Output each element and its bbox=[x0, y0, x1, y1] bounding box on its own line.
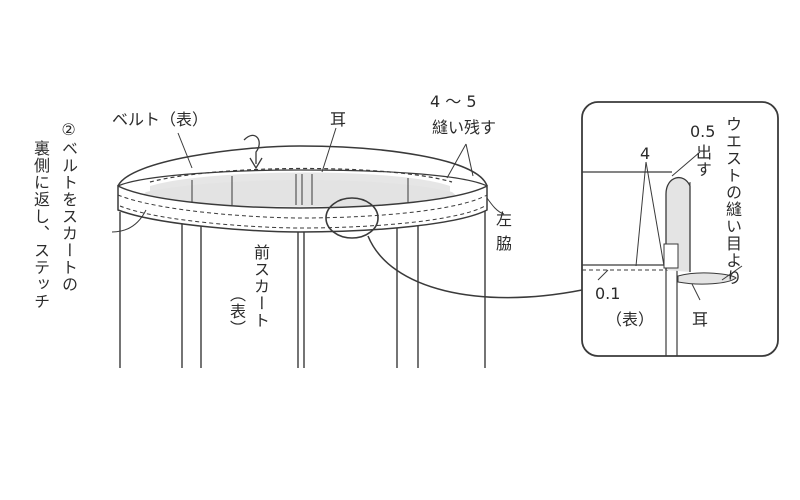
label-step-instruction-2: 裏側に返し、ステッチ bbox=[31, 140, 50, 310]
label-belt-front: ベルト（表） bbox=[112, 110, 209, 129]
label-stitch-offset: 0.1 bbox=[595, 284, 621, 303]
detail-leaders bbox=[597, 151, 743, 301]
label-detail-ear: 耳 bbox=[692, 310, 709, 329]
skirt-body bbox=[119, 210, 486, 368]
belt-stitch-bottom bbox=[119, 205, 486, 229]
zoom-connector bbox=[367, 235, 583, 299]
label-leave-unsewn-range: 4 〜 5 bbox=[430, 92, 477, 111]
detail-drawing bbox=[582, 171, 737, 356]
label-front-skirt: 前スカート bbox=[251, 244, 270, 329]
belt-front-band bbox=[117, 184, 488, 233]
inner-band bbox=[150, 172, 450, 192]
label-belt-width: 4 bbox=[640, 144, 651, 163]
label-front-skirt-face: （表） bbox=[227, 286, 246, 337]
label-leave-unsewn: 縫い残す bbox=[432, 118, 497, 137]
label-extend: 出す bbox=[693, 144, 712, 178]
label-left-side: 左 bbox=[496, 210, 513, 229]
label-left-side-2: 脇 bbox=[496, 234, 513, 253]
inner-stitch bbox=[149, 167, 453, 183]
belt-top-edge bbox=[117, 145, 488, 187]
fold-arrow-head bbox=[249, 157, 263, 170]
label-detail-face: （表） bbox=[606, 310, 655, 329]
belt-inner-edge bbox=[117, 169, 488, 187]
inner-shade bbox=[140, 180, 458, 207]
leader-lines bbox=[111, 127, 505, 233]
zoom-circle bbox=[325, 197, 379, 239]
label-step-instruction: ②ベルトをスカートの bbox=[59, 120, 78, 293]
label-extend-value: 0.5 bbox=[690, 122, 716, 141]
fold-arrow bbox=[243, 134, 260, 164]
label-from-waist-seam: ウエストの縫い目より bbox=[723, 116, 742, 286]
inner-folds bbox=[191, 174, 409, 205]
belt-stitch-top bbox=[117, 194, 488, 219]
label-ear: 耳 bbox=[330, 110, 347, 129]
